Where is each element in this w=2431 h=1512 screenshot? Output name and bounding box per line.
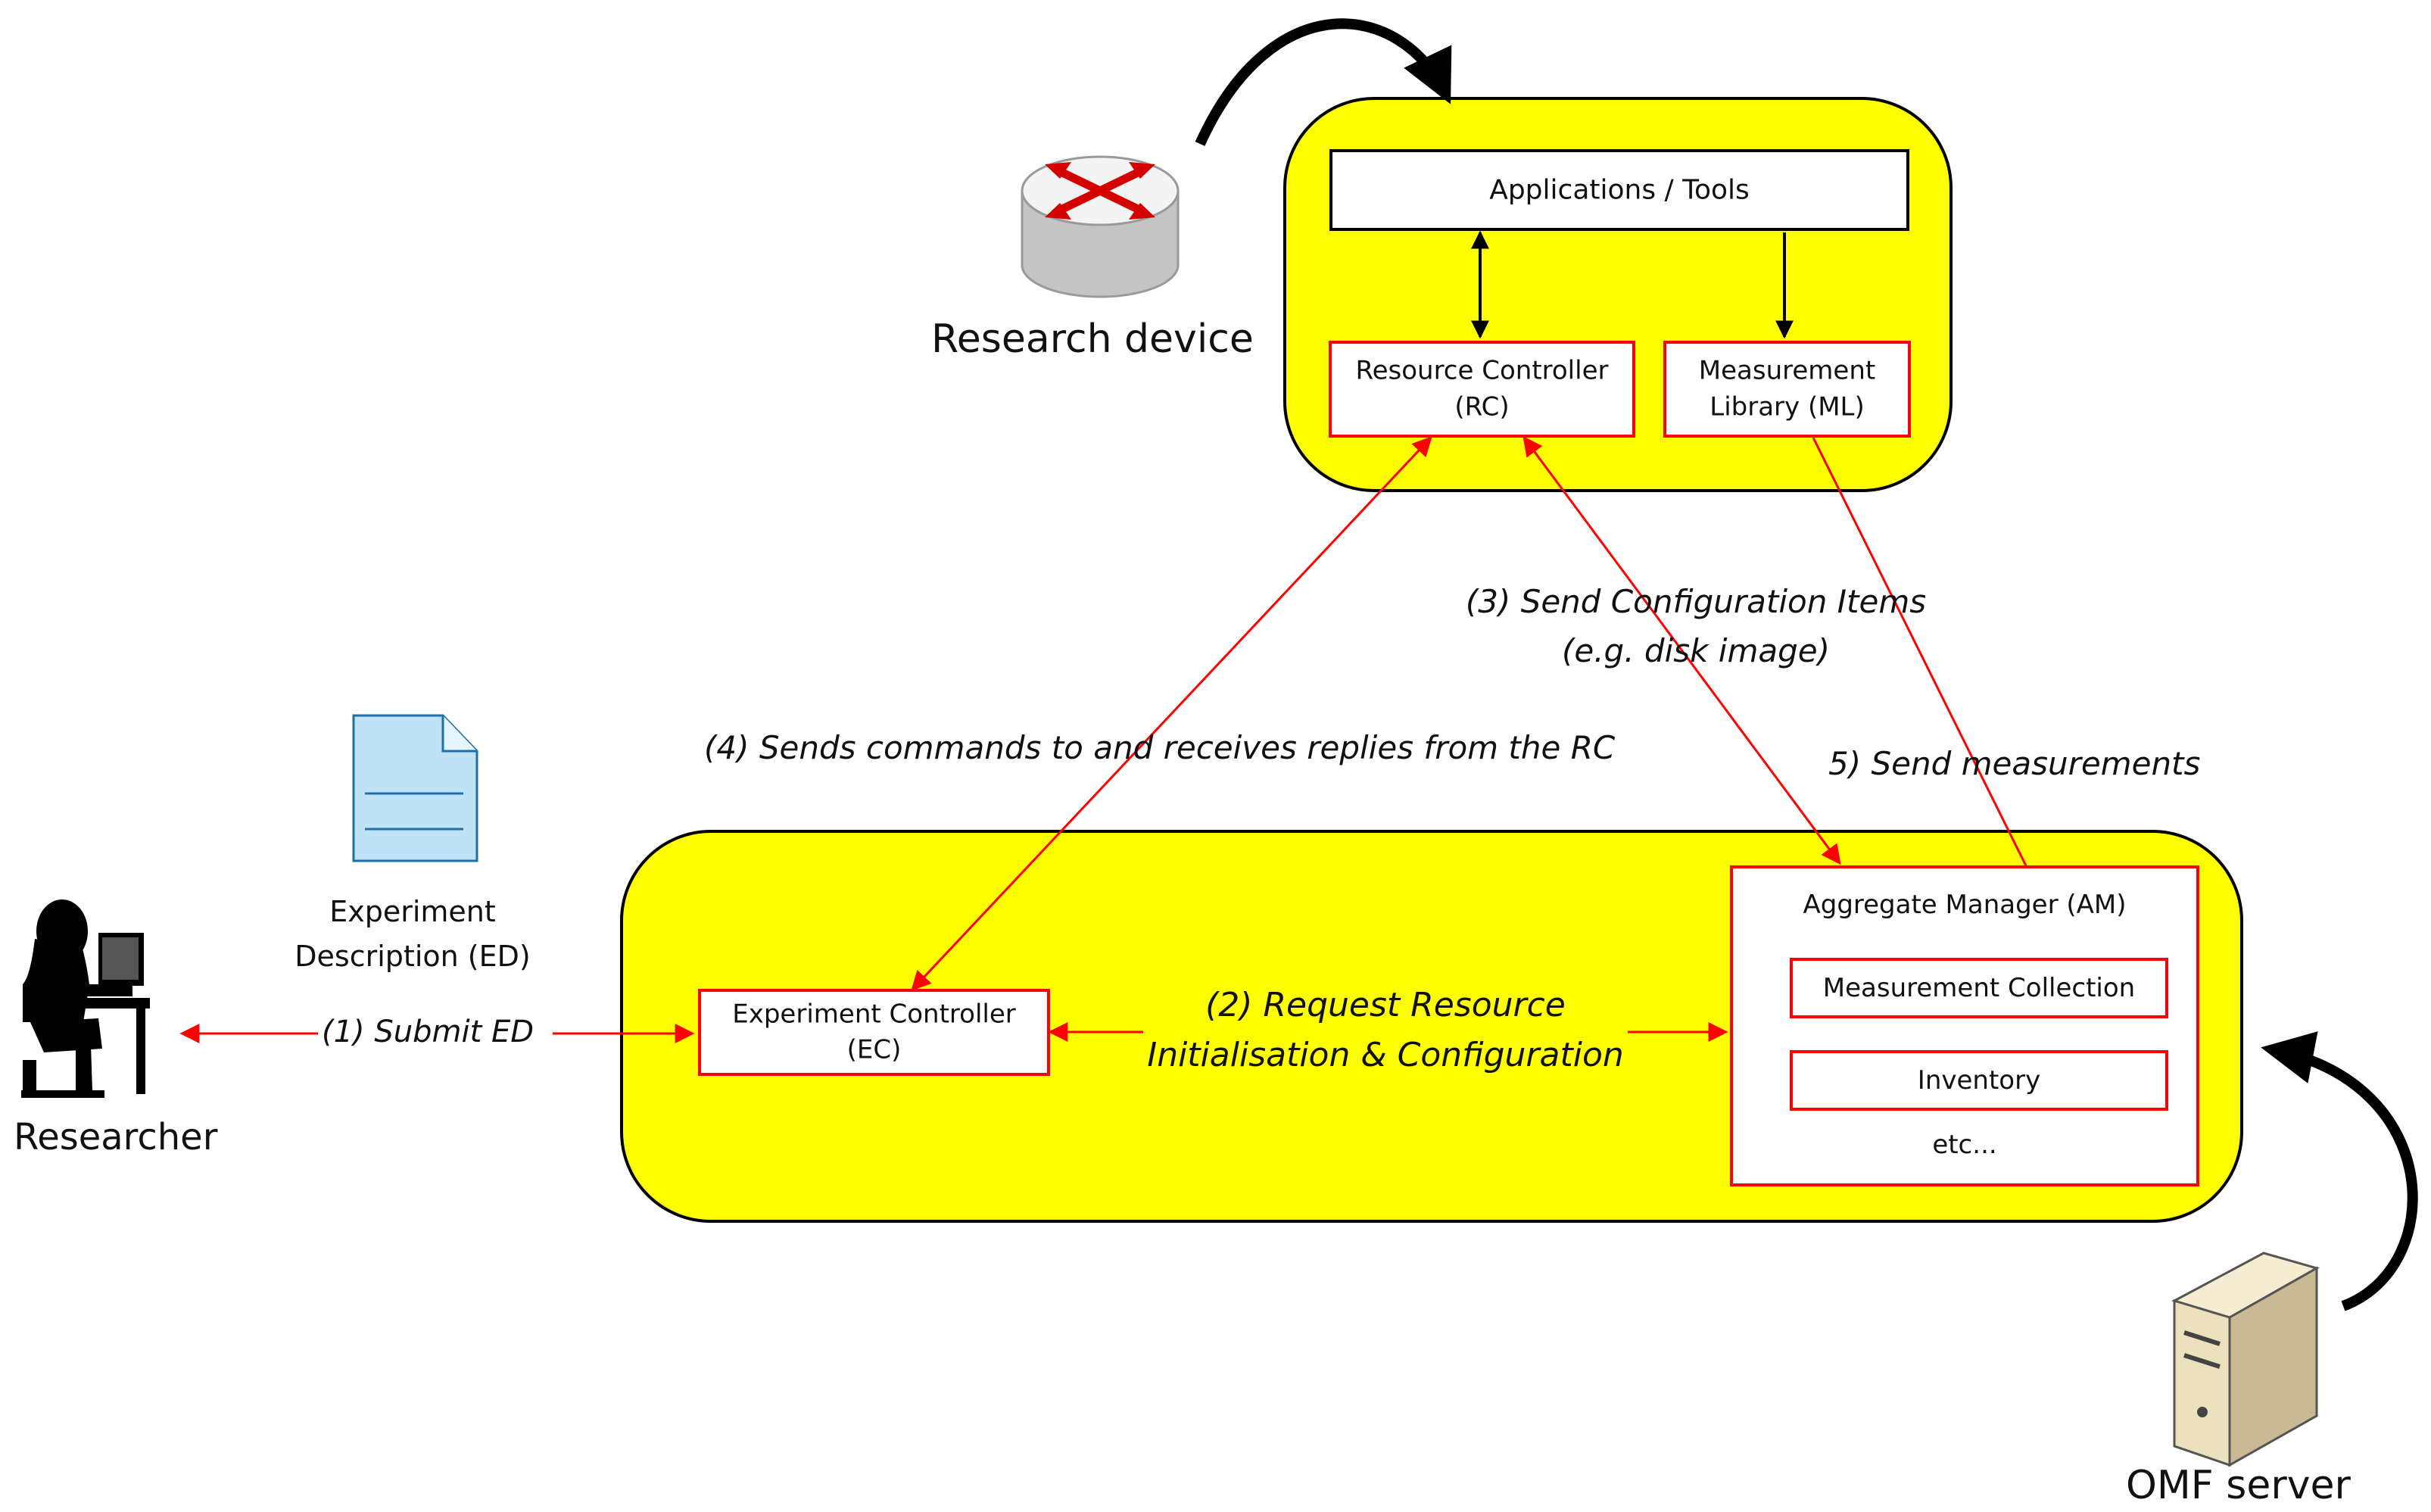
server-curved-arrow [2261, 1031, 2418, 1311]
inventory-box: Inventory [1790, 1050, 2168, 1111]
aggregate-manager-label: Aggregate Manager (AM) [1803, 890, 2127, 920]
step4-label: (4) Sends commands to and receives repli… [704, 729, 1616, 766]
measurement-library-box: Measurement Library (ML) [1663, 341, 1911, 438]
step2-label: (2) Request Resource Initialisation & Co… [1147, 986, 1624, 1074]
measurement-collection-label: Measurement Collection [1822, 973, 2136, 1003]
measurement-library-label: Measurement Library (ML) [1698, 355, 1876, 422]
resource-controller-box: Resource Controller (RC) [1329, 341, 1635, 438]
step3-arrow [1522, 435, 1841, 865]
router-icon [1021, 155, 1180, 298]
step5-label: 5) Send measurements [1828, 745, 2201, 782]
inventory-label: Inventory [1917, 1065, 2041, 1096]
omf-server-label: OMF server [2126, 1463, 2351, 1508]
aggregate-manager-box: Aggregate Manager (AM) Measurement Colle… [1730, 865, 2199, 1186]
researcher-at-desk-icon [21, 899, 150, 1098]
document-icon [352, 714, 478, 862]
server-tower-icon [2171, 1252, 2320, 1467]
resource-controller-label: Resource Controller (RC) [1355, 355, 1609, 422]
step1-label: (1) Submit ED [322, 1015, 535, 1049]
applications-tools-label: Applications / Tools [1489, 174, 1750, 206]
experiment-description-label: Experiment Description (ED) [295, 895, 531, 973]
etc-label: etc... [1932, 1130, 1997, 1160]
applications-tools-box: Applications / Tools [1329, 149, 1909, 231]
step3-label: (3) Send Configuration Items (e.g. disk … [1465, 583, 1927, 670]
step4-arrow [911, 436, 1432, 991]
measurement-collection-box: Measurement Collection [1790, 958, 2168, 1018]
research-device-label: Research device [931, 316, 1254, 362]
device-curved-arrow [1195, 18, 1452, 146]
researcher-label: Researcher [14, 1116, 218, 1158]
experiment-controller-box: Experiment Controller (EC) [698, 989, 1050, 1076]
experiment-controller-label: Experiment Controller (EC) [732, 998, 1016, 1065]
